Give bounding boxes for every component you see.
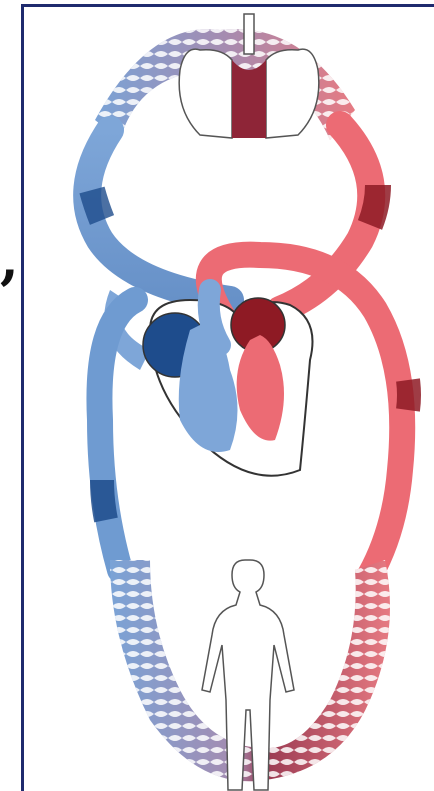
heart-icon: [143, 290, 313, 476]
